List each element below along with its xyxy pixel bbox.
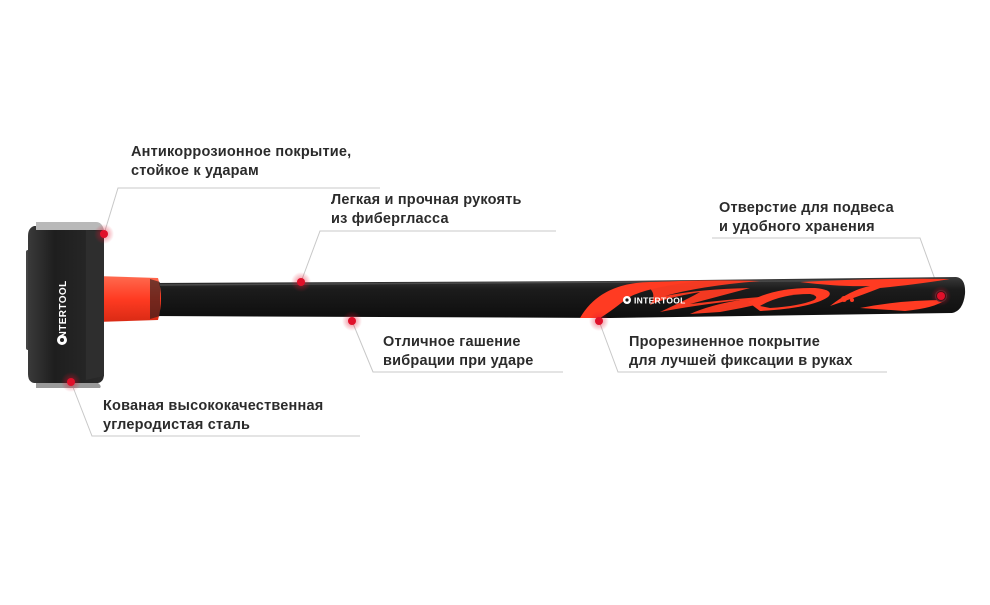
marker-vibration: [342, 311, 362, 331]
callout-rubber-grip: Прорезиненное покрытие для лучшей фиксац…: [629, 333, 853, 371]
leader-anticorrosion: [103, 187, 380, 235]
callout-anticorrosion: Антикоррозионное покрытие, стойкое к уда…: [131, 143, 351, 181]
callout-forged-steel: Кованая высококачественная углеродистая …: [103, 397, 323, 435]
marker-handle-material: [291, 272, 311, 292]
hammer-head: INTERTOOL: [26, 222, 104, 388]
callout-vibration: Отличное гашение вибрации при ударе: [383, 333, 534, 371]
callout-anticorrosion-line2: стойкое к ударам: [131, 163, 259, 179]
callout-forged-steel-line1: Кованая высококачественная: [103, 398, 324, 414]
handle-collar: [96, 276, 161, 322]
callout-handle-material-line1: Легкая и прочная рукоять: [331, 192, 522, 208]
callout-forged-steel-line2: углеродистая сталь: [103, 417, 251, 433]
leader-lines: [70, 187, 942, 437]
callout-hanging-hole-line2: и удобного хранения: [719, 219, 875, 235]
rubber-grip: [580, 278, 950, 318]
callout-markers: [61, 224, 951, 392]
leader-handle-material: [300, 230, 556, 283]
grip-logo: INTERTOOL: [623, 296, 686, 306]
callout-handle-material-line2: из фиберглacса: [331, 211, 449, 227]
callout-handle-material: Легкая и прочная рукоять из фиберглacса: [331, 191, 522, 229]
head-logo-text: INTERTOOL: [58, 280, 69, 341]
marker-anticorrosion: [94, 224, 114, 244]
leader-rubber-grip: [598, 320, 887, 373]
callout-hanging-hole-line1: Отверстие для подвеса: [719, 200, 894, 216]
leader-hanging-hole: [712, 237, 942, 297]
callout-rubber-grip-line1: Прорезиненное покрытие: [629, 334, 821, 350]
marker-hanging-hole: [931, 286, 951, 306]
callout-hanging-hole: Отверстие для подвеса и удобного хранени…: [719, 199, 894, 237]
grip-logo-text: INTERTOOL: [634, 296, 686, 306]
leader-vibration: [351, 320, 563, 373]
marker-rubber-grip: [589, 311, 609, 331]
callout-rubber-grip-line2: для лучшей фиксации в руках: [629, 353, 853, 369]
marker-forged-steel: [61, 372, 81, 392]
callout-vibration-line1: Отличное гашение: [383, 334, 521, 350]
leader-forged-steel: [70, 381, 360, 437]
callout-anticorrosion-line1: Антикоррозионное покрытие,: [131, 144, 352, 160]
callout-vibration-line2: вибрации при ударе: [383, 353, 534, 369]
